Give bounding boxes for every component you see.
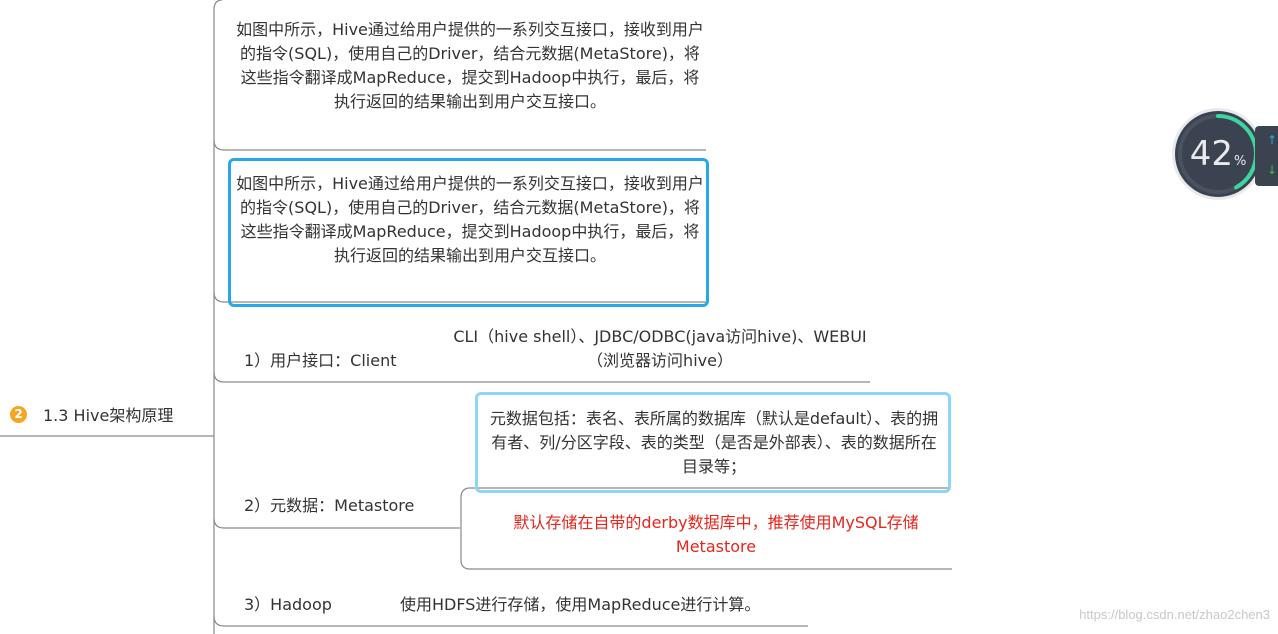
topic-client-label: 1）用户接口：Client [244,351,397,370]
topic-hadoop-detail[interactable]: 使用HDFS进行存储，使用MapReduce进行计算。 [400,593,760,617]
branch-metastore [213,517,460,529]
trunk-line [213,0,223,634]
usage-percentage: 42% [1189,134,1247,174]
download-arrow-icon: ↓ [1267,163,1278,177]
topic-intro-1[interactable]: 如图中所示，Hive通过给用户提供的一系列交互接口，接收到用户的指令(SQL)，… [236,18,704,114]
branch-intro-1 [213,139,706,151]
watermark: https://blog.csdn.net/zhao2chen3 [1079,607,1270,622]
root-topic-label: 1.3 Hive架构原理 [43,406,174,425]
branch-client [213,371,870,383]
branch-hadoop [213,615,808,627]
topic-hadoop-detail-text: 使用HDFS进行存储，使用MapReduce进行计算。 [400,595,761,614]
topic-intro-2-text: 如图中所示，Hive通过给用户提供的一系列交互接口，接收到用户的指令(SQL)，… [236,174,704,265]
topic-metastore-label: 2）元数据：Metastore [244,496,415,515]
upload-arrow-icon: ↑ [1267,133,1278,147]
selection-frame [228,158,709,307]
priority-badge-icon: 2 [10,405,27,423]
topic-metastore[interactable]: 2）元数据：Metastore [244,494,414,518]
topic-intro-2[interactable]: 如图中所示，Hive通过给用户提供的一系列交互接口，接收到用户的指令(SQL)，… [236,172,704,268]
topic-client[interactable]: 1）用户接口：Client [244,349,397,373]
topic-hadoop[interactable]: 3）Hadoop [244,593,332,617]
memory-usage-widget[interactable]: 42% [1175,111,1261,197]
speed-panel[interactable]: ↑ ↓ [1255,126,1278,186]
root-topic[interactable]: 2 1.3 Hive架构原理 [10,401,173,427]
topic-hadoop-label: 3）Hadoop [244,595,332,614]
topic-client-detail-text: CLI（hive shell）、JDBC/ODBC(java访问hive)、WE… [453,327,867,370]
topic-metastore-detail-1[interactable]: 元数据包括：表名、表所属的数据库（默认是default）、表的拥有者、列/分区字… [488,407,940,479]
topic-client-detail[interactable]: CLI（hive shell）、JDBC/ODBC(java访问hive)、WE… [452,325,868,373]
topic-intro-1-text: 如图中所示，Hive通过给用户提供的一系列交互接口，接收到用户的指令(SQL)，… [236,20,704,111]
topic-metastore-detail-2-text: 默认存储在自带的derby数据库中，推荐使用MySQL存储Metastore [513,513,919,556]
hover-frame [475,392,951,493]
topic-metastore-detail-2[interactable]: 默认存储在自带的derby数据库中，推荐使用MySQL存储Metastore [480,511,952,559]
topic-metastore-detail-1-text: 元数据包括：表名、表所属的数据库（默认是default）、表的拥有者、列/分区字… [489,409,939,476]
